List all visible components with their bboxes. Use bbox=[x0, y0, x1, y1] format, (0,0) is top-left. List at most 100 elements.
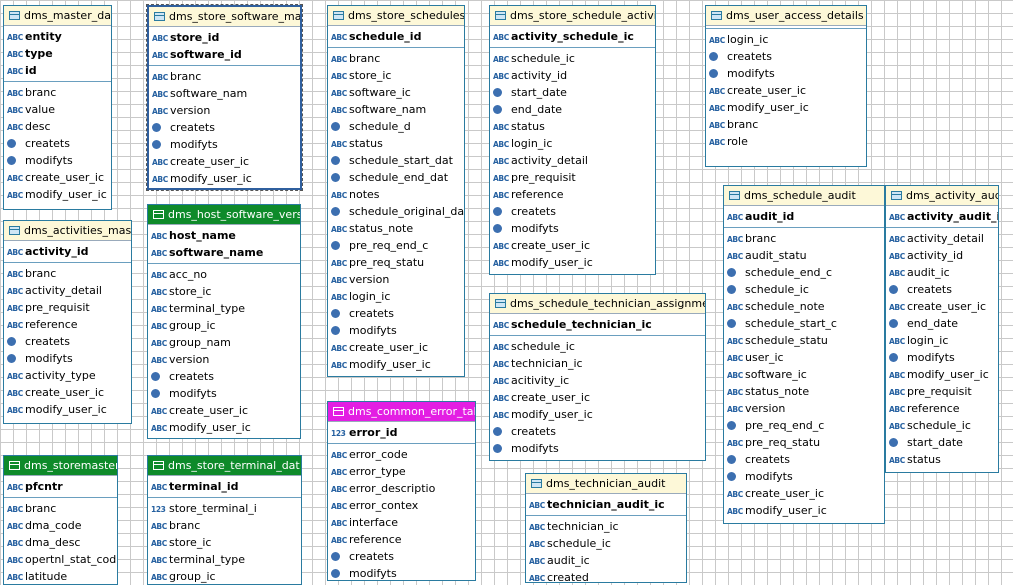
column-row[interactable]: start_date bbox=[490, 84, 655, 101]
table-header[interactable]: dms_user_access_details bbox=[706, 6, 866, 26]
table-header[interactable]: dms_schedule_technician_assignmen bbox=[490, 294, 705, 314]
column-row[interactable]: modifyts bbox=[490, 440, 705, 457]
entity-table-dms-common-error-table[interactable]: dms_common_error_table 123error_idABCerro… bbox=[327, 401, 476, 581]
column-row[interactable]: modifyts bbox=[149, 136, 300, 153]
column-row[interactable]: createts bbox=[886, 281, 998, 298]
column-row[interactable]: modifyts bbox=[4, 350, 131, 367]
table-header[interactable]: dms_common_error_table bbox=[328, 402, 475, 422]
column-row[interactable]: end_date bbox=[490, 101, 655, 118]
column-row[interactable]: schedule_d bbox=[328, 118, 464, 135]
column-row[interactable]: pre_req_end_c bbox=[328, 237, 464, 254]
column-row[interactable]: end_date bbox=[886, 315, 998, 332]
column-row[interactable]: schedule_ic bbox=[724, 281, 884, 298]
column-row[interactable]: createts bbox=[328, 548, 475, 565]
table-header[interactable]: dms_technician_audit bbox=[526, 474, 686, 494]
column-row[interactable]: createts bbox=[490, 423, 705, 440]
table-header[interactable]: dms_activities_master bbox=[4, 221, 131, 241]
column-row[interactable]: schedule_start_c bbox=[724, 315, 884, 332]
column-row[interactable]: createts bbox=[328, 305, 464, 322]
table-header[interactable]: dms_store_software_mast bbox=[149, 7, 300, 27]
column-row[interactable]: pre_req_end_c bbox=[724, 417, 884, 434]
table-header[interactable]: dms_activity_audit bbox=[886, 186, 998, 206]
column-row[interactable]: modifyts bbox=[490, 220, 655, 237]
table-header[interactable]: dms_storemaster bbox=[4, 456, 117, 476]
column-row[interactable]: createts bbox=[706, 48, 866, 65]
column-row[interactable]: schedule_original_da bbox=[328, 203, 464, 220]
column-row[interactable]: schedule_start_dat bbox=[328, 152, 464, 169]
column-row[interactable]: modifyts bbox=[148, 385, 300, 402]
column-row[interactable]: createts bbox=[724, 451, 884, 468]
